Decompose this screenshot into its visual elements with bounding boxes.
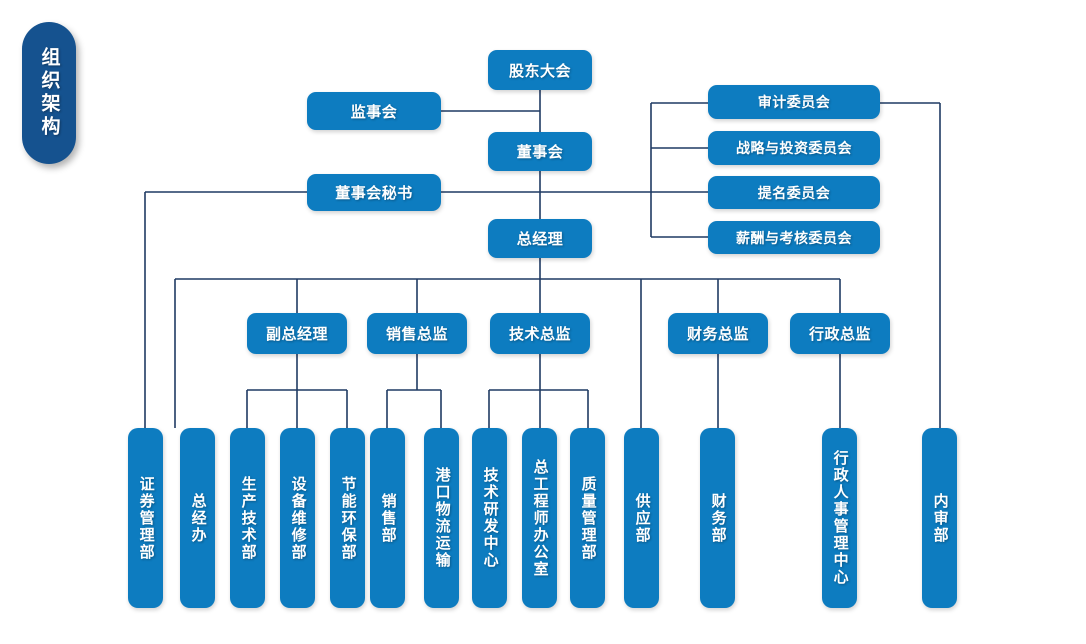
dept-energy-saving-environmental[interactable]: 节能环保部 [330, 428, 365, 608]
node-board-of-directors[interactable]: 董事会 [488, 132, 592, 171]
dept-chief-engineer-office[interactable]: 总工程师办公室 [522, 428, 557, 608]
dept-technology-rd-center[interactable]: 技术研发中心 [472, 428, 507, 608]
node-finance-director[interactable]: 财务总监 [668, 313, 768, 354]
node-label: 董事会秘书 [335, 185, 413, 202]
node-label: 战略与投资委员会 [736, 140, 852, 156]
node-board-of-supervisors[interactable]: 监事会 [307, 92, 441, 130]
dept-label: 港口物流运输 [433, 467, 451, 569]
node-label: 薪酬与考核委员会 [736, 229, 852, 246]
node-shareholders-meeting[interactable]: 股东大会 [488, 50, 592, 90]
dept-equipment-maintenance[interactable]: 设备维修部 [280, 428, 315, 608]
node-technical-director[interactable]: 技术总监 [490, 313, 590, 354]
node-label: 技术总监 [508, 326, 571, 343]
dept-label: 销售部 [379, 492, 397, 544]
chart-title-badge: 组织架构 [22, 22, 76, 164]
dept-label: 节能环保部 [339, 475, 357, 561]
dept-port-logistics-transport[interactable]: 港口物流运输 [424, 428, 459, 608]
dept-label: 供应部 [633, 492, 651, 544]
node-deputy-general-manager[interactable]: 副总经理 [247, 313, 347, 354]
chart-title-text: 组织架构 [38, 47, 60, 139]
node-strategy-investment-committee[interactable]: 战略与投资委员会 [708, 131, 880, 165]
node-sales-director[interactable]: 销售总监 [367, 313, 467, 354]
node-general-manager[interactable]: 总经理 [488, 219, 592, 258]
dept-label: 财务部 [709, 492, 727, 544]
node-label: 销售总监 [385, 326, 448, 343]
node-label: 监事会 [350, 103, 398, 121]
dept-supply[interactable]: 供应部 [624, 428, 659, 608]
node-board-secretary[interactable]: 董事会秘书 [307, 174, 441, 211]
dept-label: 技术研发中心 [481, 467, 499, 569]
node-label: 副总经理 [265, 326, 328, 343]
node-audit-committee[interactable]: 审计委员会 [708, 85, 880, 119]
dept-finance[interactable]: 财务部 [700, 428, 735, 608]
dept-securities-management[interactable]: 证券管理部 [128, 428, 163, 608]
node-label: 股东大会 [508, 62, 571, 80]
dept-label: 行政人事管理中心 [831, 450, 849, 586]
dept-sales[interactable]: 销售部 [370, 428, 405, 608]
node-nomination-committee[interactable]: 提名委员会 [708, 176, 880, 209]
dept-quality-management[interactable]: 质量管理部 [570, 428, 605, 608]
node-label: 财务总监 [686, 326, 749, 343]
node-remuneration-appraisal-committee[interactable]: 薪酬与考核委员会 [708, 221, 880, 254]
node-label: 行政总监 [808, 326, 871, 343]
dept-admin-hr-management-center[interactable]: 行政人事管理中心 [822, 428, 857, 608]
node-administrative-director[interactable]: 行政总监 [790, 313, 890, 354]
dept-label: 总工程师办公室 [531, 458, 549, 578]
dept-label: 生产技术部 [239, 475, 257, 561]
dept-production-technology[interactable]: 生产技术部 [230, 428, 265, 608]
dept-label: 质量管理部 [579, 475, 597, 561]
dept-label: 证券管理部 [137, 475, 155, 561]
dept-label: 总经办 [189, 492, 207, 544]
dept-label: 内审部 [931, 492, 949, 544]
node-label: 董事会 [516, 144, 564, 161]
node-label: 总经理 [516, 231, 564, 248]
dept-general-managers-office[interactable]: 总经办 [180, 428, 215, 608]
node-label: 审计委员会 [757, 94, 831, 110]
dept-internal-audit[interactable]: 内审部 [922, 428, 957, 608]
node-label: 提名委员会 [757, 184, 831, 201]
dept-label: 设备维修部 [289, 475, 307, 561]
